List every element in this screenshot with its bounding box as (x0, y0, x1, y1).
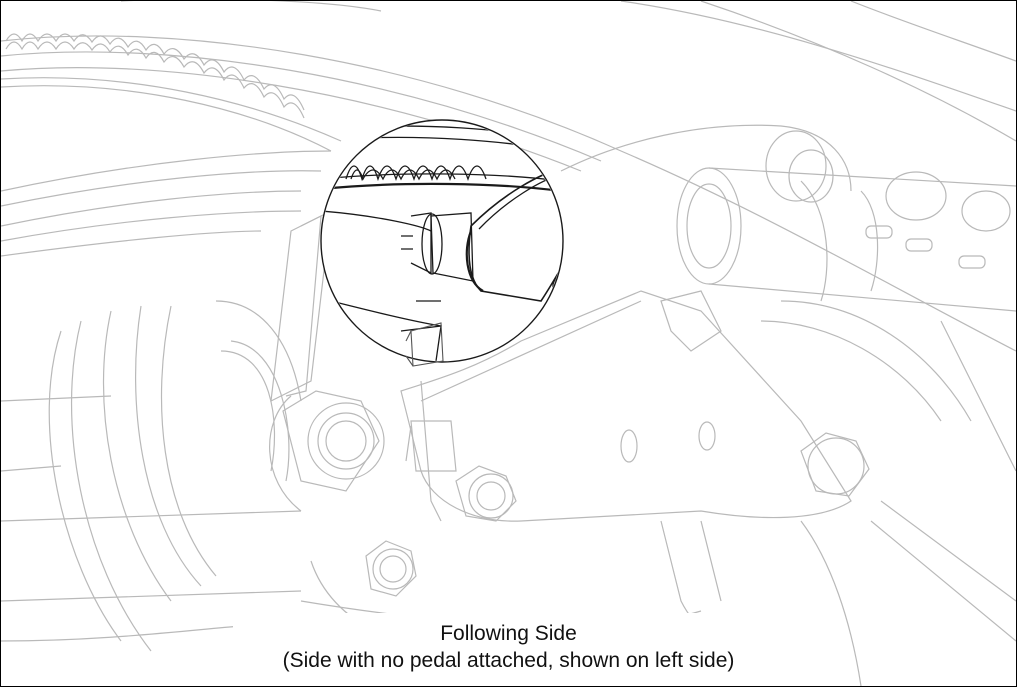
figure-caption: Following Side (Side with no pedal attac… (1, 621, 1016, 674)
tube-right (676, 167, 1016, 312)
nut-large (269, 390, 385, 512)
nut-right (800, 432, 870, 497)
nut-middle (455, 465, 517, 522)
caption-background (233, 613, 813, 686)
clip-bracket (405, 322, 444, 367)
caption-subtitle: (Side with no pedal attached, shown on l… (282, 649, 735, 672)
detail-callout (320, 119, 564, 363)
nut-bottom (365, 540, 417, 597)
caption-title: Following Side (440, 622, 577, 645)
spring-coils (1, 33, 342, 152)
